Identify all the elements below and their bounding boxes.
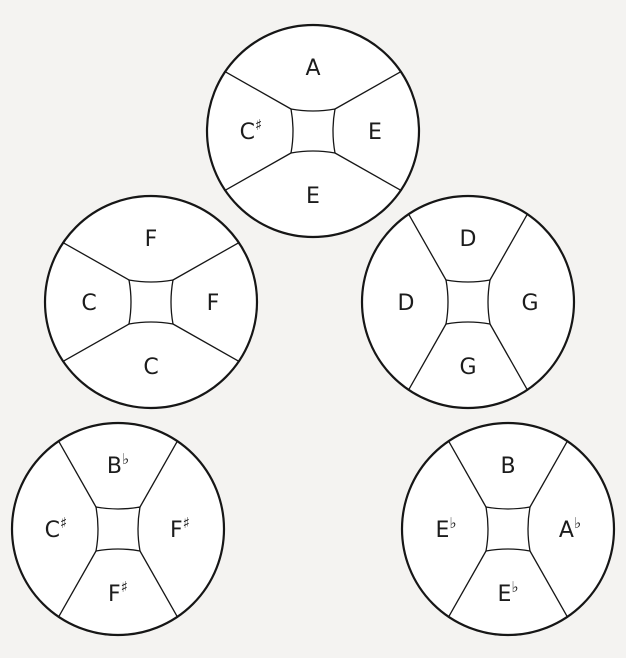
note-label-bottom: E♭: [498, 578, 519, 607]
note-letter: E: [306, 184, 320, 209]
note-accidental: ♭: [122, 450, 129, 468]
note-diagram-1: A E C♯ E: [205, 23, 421, 239]
divider-line-2: [489, 212, 529, 281]
note-accidental: ♭: [449, 514, 456, 532]
note-label-bottom: F♯: [108, 578, 128, 607]
note-label-right: G: [521, 291, 538, 316]
note-label-right: E: [368, 120, 382, 145]
note-diagram-4: B♭F♯C♯F♯: [10, 421, 226, 637]
note-label-top: D: [460, 227, 477, 252]
note-letter: C: [81, 291, 96, 316]
divider-line-3: [172, 323, 241, 363]
divider-line-1: [61, 241, 130, 281]
note-accidental: ♯: [121, 578, 128, 596]
note-letter: D: [398, 291, 415, 316]
divider-line-2: [139, 439, 179, 508]
divider-line-4: [57, 550, 97, 619]
note-letter: F: [207, 291, 220, 316]
diagram-outline: [10, 421, 226, 637]
divider-line-1: [223, 70, 292, 110]
note-label-top: A: [305, 56, 320, 81]
note-letter: C: [240, 120, 255, 145]
note-letter: D: [460, 227, 477, 252]
note-diagram-2: F C C F: [43, 194, 259, 410]
divider-line-1: [407, 212, 447, 281]
note-accidental: ♯: [255, 116, 262, 134]
note-label-left: C: [81, 291, 96, 316]
diagram-outline: [205, 23, 421, 239]
note-letter: E: [436, 518, 450, 543]
note-label-bottom: C: [143, 355, 158, 380]
note-letter: C: [45, 518, 60, 543]
note-label-left: C♯: [240, 116, 263, 145]
note-accidental: ♯: [60, 514, 67, 532]
divider-line-2: [529, 439, 569, 508]
note-label-bottom: E: [306, 184, 320, 209]
note-label-bottom: G: [459, 355, 476, 380]
note-accidental: ♭: [574, 514, 581, 532]
divider-line-3: [139, 550, 179, 619]
note-label-right: F: [207, 291, 220, 316]
note-letter: F: [145, 227, 158, 252]
note-letter: C: [143, 355, 158, 380]
note-letter: B: [500, 454, 515, 479]
diagram-outline: [400, 421, 616, 637]
divider-line-4: [447, 550, 487, 619]
divider-line-2: [172, 241, 241, 281]
note-diagram-5: BE♭E♭A♭: [400, 421, 616, 637]
note-letter: A: [559, 518, 574, 543]
note-diagram-3: D G D G: [360, 194, 576, 410]
diagram-outline: [360, 194, 576, 410]
diagram-outline: [43, 194, 259, 410]
note-letter: F: [108, 582, 121, 607]
note-letter: G: [459, 355, 476, 380]
note-label-left: C♯: [45, 514, 68, 543]
note-letter: E: [498, 582, 512, 607]
divider-line-4: [61, 323, 130, 363]
note-label-top: B♭: [107, 450, 129, 479]
note-letter: F: [170, 518, 183, 543]
note-label-top: B: [500, 454, 515, 479]
divider-line-3: [529, 550, 569, 619]
note-letter: G: [521, 291, 538, 316]
divider-line-4: [407, 323, 447, 392]
divider-line-1: [57, 439, 97, 508]
note-label-top: F: [145, 227, 158, 252]
note-accidental: ♯: [183, 514, 190, 532]
divider-line-2: [334, 70, 403, 110]
note-label-left: D: [398, 291, 415, 316]
divider-line-3: [334, 152, 403, 192]
divider-line-1: [447, 439, 487, 508]
note-letter: A: [305, 56, 320, 81]
divider-line-3: [489, 323, 529, 392]
note-accidental: ♭: [511, 578, 518, 596]
note-letter: B: [107, 454, 122, 479]
note-label-right: A♭: [559, 514, 581, 543]
note-letter: E: [368, 120, 382, 145]
divider-line-4: [223, 152, 292, 192]
note-label-left: E♭: [436, 514, 457, 543]
note-label-right: F♯: [170, 514, 190, 543]
